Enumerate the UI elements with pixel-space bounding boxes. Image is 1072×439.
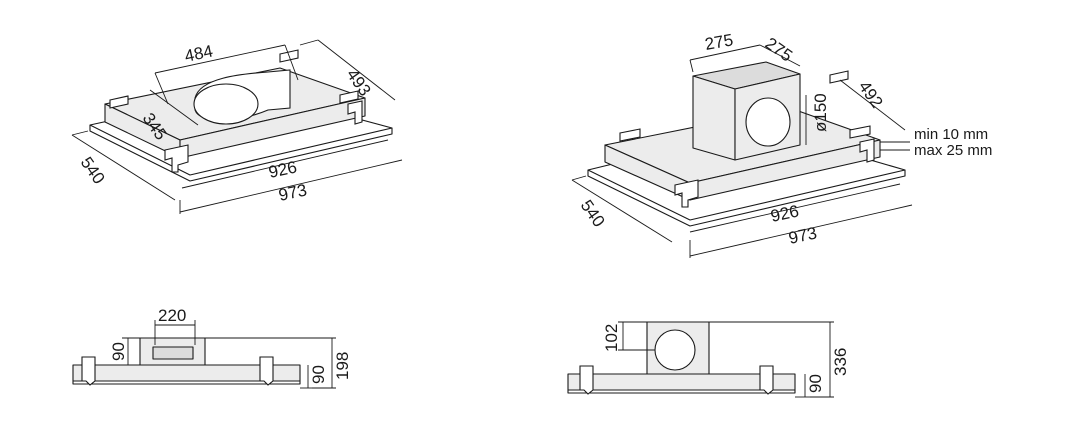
side-right-bracket	[759, 365, 774, 395]
iso-left-bracket	[339, 90, 359, 104]
iso-right-dim-right-depth: 492	[855, 77, 887, 111]
side-left-bracket	[259, 356, 274, 386]
side-left-dim-body-height: 90	[309, 365, 328, 384]
iso-right-dim-width-outer: 973	[787, 223, 819, 247]
side-right-dim-body-height: 90	[806, 374, 825, 393]
side-left-dim-duct-height: 90	[109, 342, 128, 361]
side-left-dim-total-height: 198	[333, 352, 352, 380]
iso-left-dim-duct-width: 484	[183, 41, 215, 65]
iso-right-bracket	[849, 125, 871, 139]
side-right-dim-box-height: 102	[602, 324, 621, 352]
side-left-dim-duct-width: 220	[158, 306, 186, 325]
iso-view-recirculation-box: 275 275 ø150 492 min 10 mm max 25 mm 540…	[571, 30, 992, 258]
side-right-bracket	[579, 365, 594, 395]
iso-right-dim-box-width: 275	[703, 30, 734, 54]
iso-right-dim-depth: 540	[577, 196, 609, 230]
iso-right-note-min: min 10 mm	[914, 126, 988, 143]
side-right-box-outlet	[654, 329, 696, 371]
side-left-bracket	[81, 356, 96, 386]
iso-right-dim-diameter: ø150	[811, 93, 830, 132]
iso-right-bracket	[829, 70, 849, 84]
iso-left-dim-width-inner: 926	[267, 157, 299, 181]
side-right-dim-total-height: 336	[831, 348, 850, 376]
iso-left-dim-depth: 540	[77, 153, 109, 187]
iso-right-box-left	[692, 75, 736, 161]
iso-view-duct-outlet: 484 493 345 540 926 973	[71, 39, 403, 214]
iso-left-dim-width-outer: 973	[277, 180, 309, 204]
iso-left-bracket	[164, 144, 189, 173]
side-view-recirculation-box: 102 90 336	[567, 321, 850, 398]
iso-right-bracket	[674, 179, 699, 208]
iso-left-bracket	[109, 95, 129, 109]
side-view-duct-outlet: 220 90 90 198	[72, 306, 352, 389]
iso-right-bracket	[619, 128, 641, 142]
iso-right-note-max: max 25 mm	[914, 142, 992, 159]
iso-right-box-outlet	[745, 97, 791, 147]
iso-right-dim-width-inner: 926	[769, 201, 801, 225]
